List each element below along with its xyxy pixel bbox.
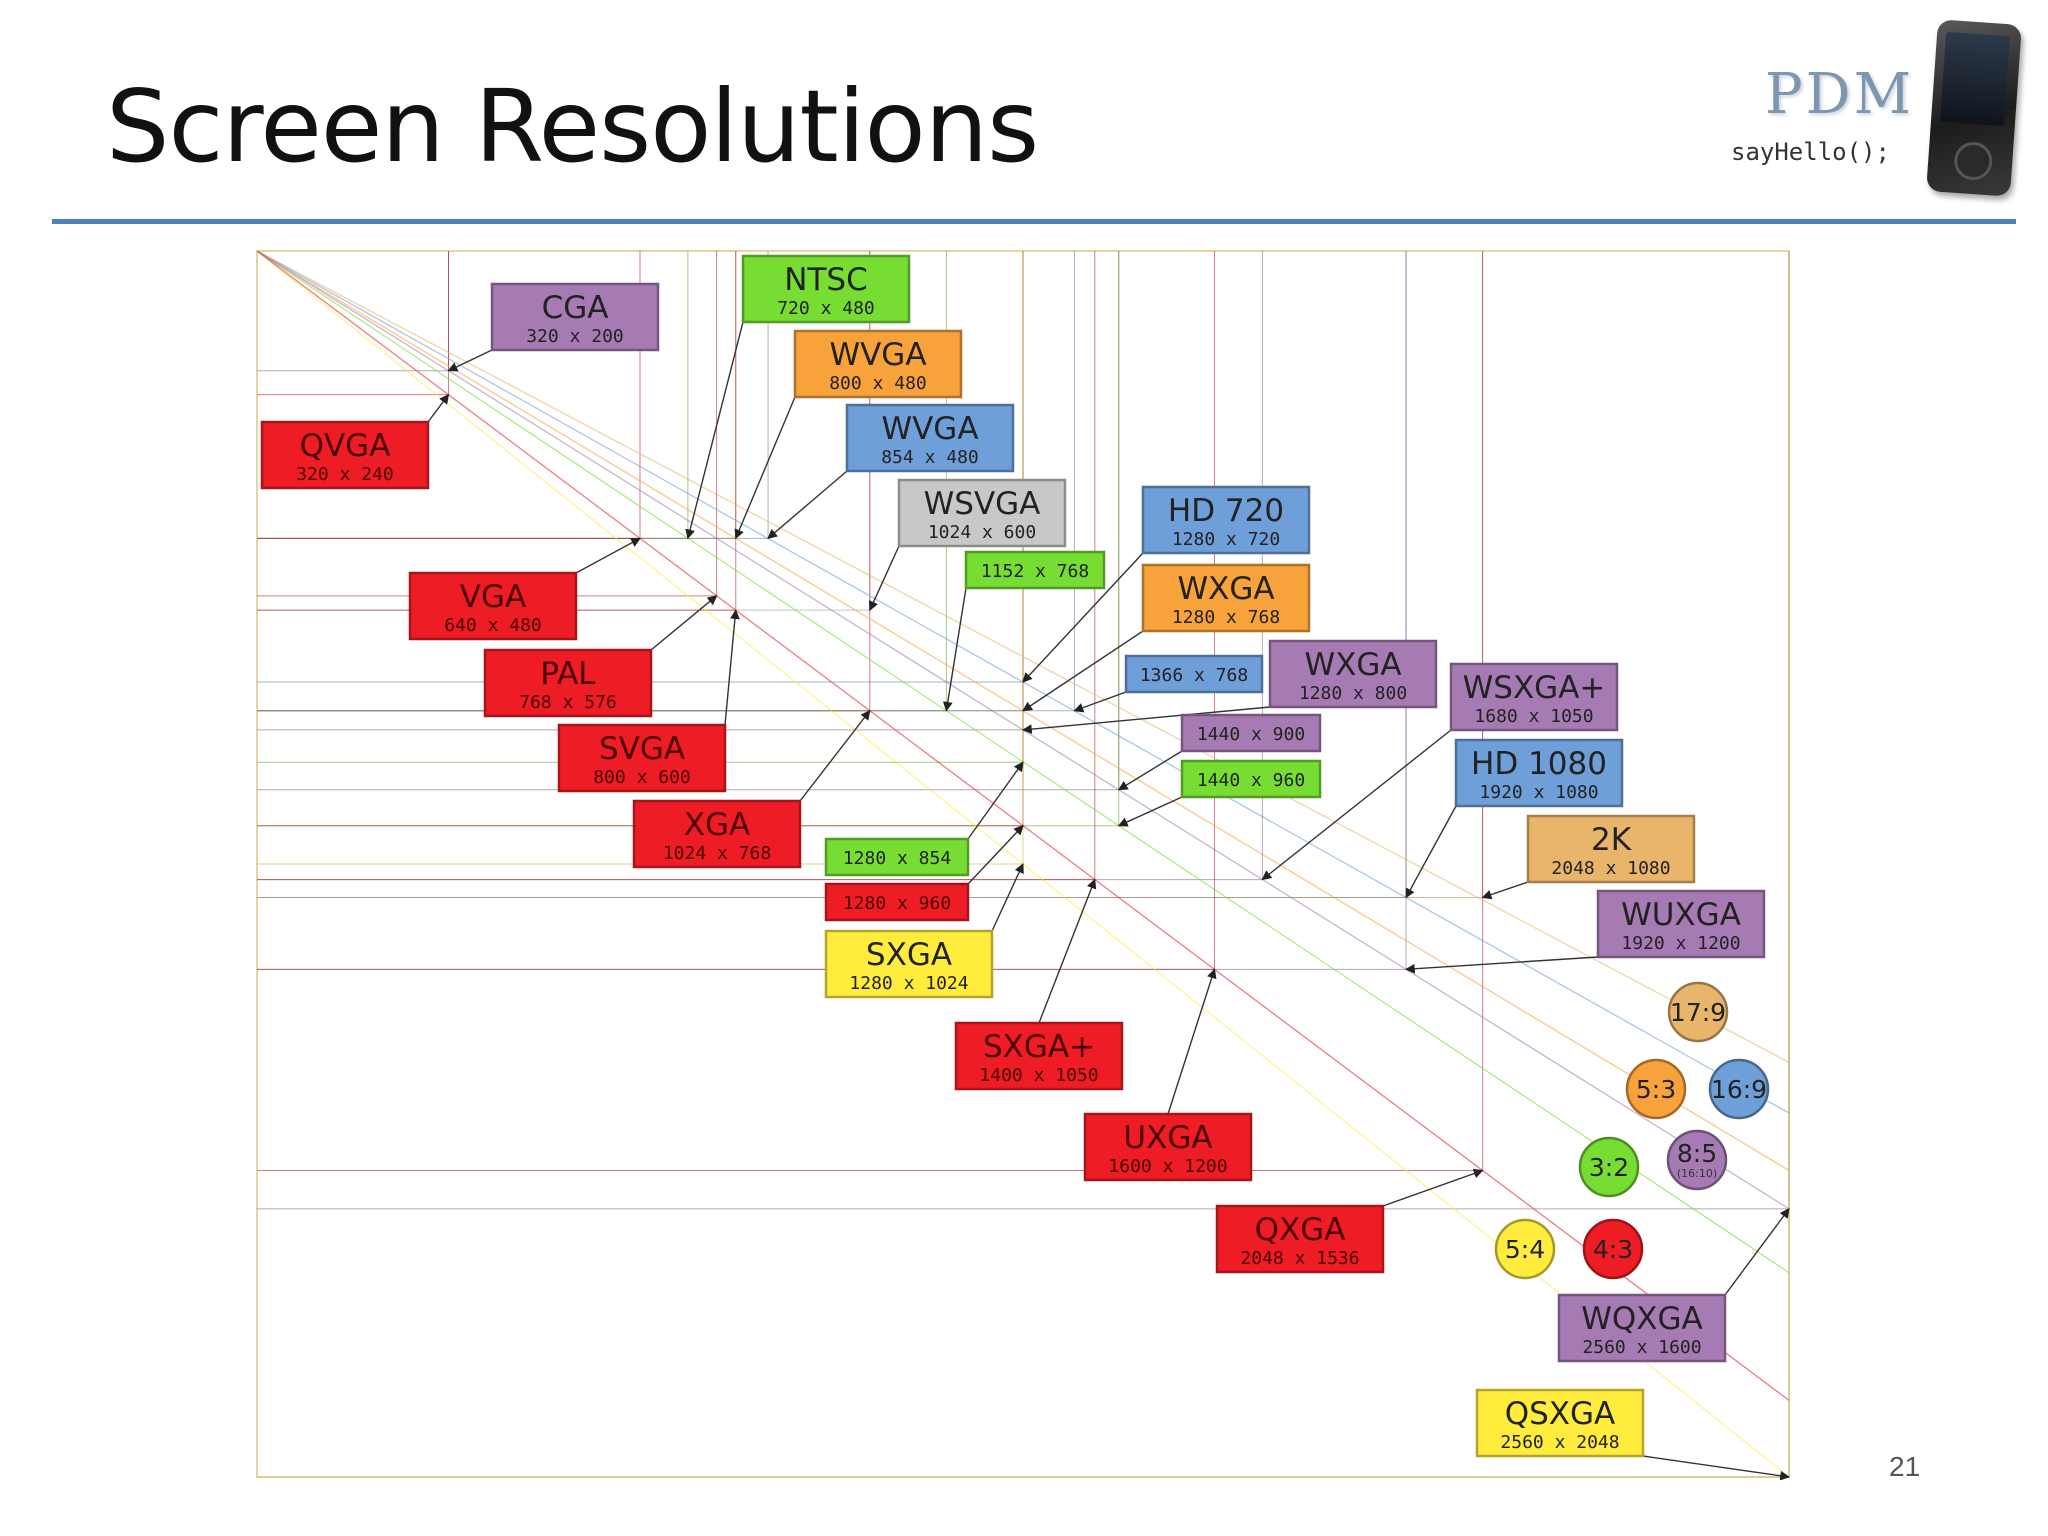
standard-resolution-11: 1152 x 768 — [981, 561, 1089, 582]
standard-resolution-5: 1024 x 600 — [928, 522, 1036, 543]
aspect-ratio-sublabel-4: (16:10) — [1677, 1167, 1717, 1180]
standard-resolution-17: 1440 x 960 — [1197, 770, 1305, 791]
standard-resolution-9: 1024 x 768 — [663, 843, 771, 864]
standard-name-10: HD 720 — [1168, 493, 1284, 529]
standard-resolution-8: 800 x 600 — [593, 767, 691, 788]
standard-resolution-25: 1600 x 1200 — [1108, 1156, 1227, 1177]
standard-name-1: QVGA — [300, 428, 391, 464]
standard-resolution-27: 2560 x 1600 — [1582, 1337, 1701, 1358]
standard-name-27: WQXGA — [1581, 1301, 1703, 1337]
standard-name-8: SVGA — [599, 731, 685, 767]
phone-dpad — [1953, 141, 1994, 182]
aspect-ratio-label-2: 16:9 — [1711, 1075, 1767, 1104]
standard-name-2: NTSC — [784, 262, 867, 298]
aspect-ratio-label-6: 4:3 — [1593, 1235, 1633, 1264]
standard-name-14: WXGA — [1304, 647, 1401, 683]
standard-resolution-26: 2048 x 1536 — [1240, 1248, 1359, 1269]
standard-name-24: SXGA+ — [983, 1029, 1095, 1065]
standard-name-9: XGA — [684, 807, 750, 843]
standard-name-18: HD 1080 — [1471, 746, 1607, 782]
standard-resolution-2: 720 x 480 — [777, 298, 875, 319]
standard-resolution-14: 1280 x 800 — [1299, 683, 1407, 704]
standard-resolution-24: 1400 x 1050 — [979, 1065, 1098, 1086]
standard-name-19: 2K — [1591, 822, 1632, 858]
standard-resolution-10: 1280 x 720 — [1172, 529, 1280, 550]
standard-resolution-18: 1920 x 1080 — [1479, 782, 1598, 803]
standard-name-26: QXGA — [1255, 1212, 1346, 1248]
aspect-ratio-label-0: 17:9 — [1670, 998, 1726, 1027]
aspect-ratio-label-4: 8:5 — [1677, 1139, 1717, 1168]
resolution-diagram: CGA320 x 200QVGA320 x 240 NTSC720 x 480WV… — [256, 250, 1792, 1480]
standard-resolution-13: 1366 x 768 — [1140, 665, 1248, 686]
standard-name-15: WSXGA+ — [1463, 670, 1606, 706]
standard-resolution-15: 1680 x 1050 — [1474, 706, 1593, 727]
slide-title: Screen Resolutions — [106, 68, 1038, 185]
standard-name-6: VGA — [460, 579, 526, 615]
standard-resolution-19: 2048 x 1080 — [1551, 858, 1670, 879]
aspect-ratio-label-1: 5:3 — [1636, 1075, 1676, 1104]
standard-resolution-3: 800 x 480 — [829, 373, 927, 394]
standard-resolution-20: 1280 x 854 — [843, 848, 951, 869]
standard-resolution-21: 1280 x 960 — [843, 893, 951, 914]
standard-resolution-22: 1920 x 1200 — [1621, 933, 1740, 954]
standard-resolution-16: 1440 x 900 — [1197, 724, 1305, 745]
standard-name-4: WVGA — [881, 411, 978, 447]
standard-name-5: WSVGA — [924, 486, 1041, 522]
standard-resolution-1: 320 x 240 — [296, 464, 394, 485]
aspect-ratio-label-3: 3:2 — [1589, 1153, 1629, 1182]
standard-name-7: PAL — [540, 656, 596, 692]
standard-resolution-4: 854 x 480 — [881, 447, 979, 468]
standard-name-25: UXGA — [1123, 1120, 1212, 1156]
standard-resolution-6: 640 x 480 — [444, 615, 542, 636]
standard-name-23: SXGA — [866, 937, 952, 973]
standard-resolution-28: 2560 x 2048 — [1500, 1432, 1619, 1453]
standard-name-12: WXGA — [1177, 571, 1274, 607]
page-number: 21 — [1889, 1451, 1920, 1483]
standard-name-22: WUXGA — [1621, 897, 1741, 933]
standard-resolution-7: 768 x 576 — [519, 692, 617, 713]
standard-name-28: QSXGA — [1505, 1396, 1616, 1432]
standard-name-3: WVGA — [829, 337, 926, 373]
logo-tagline: sayHello(); — [1731, 138, 1890, 166]
standard-resolution-23: 1280 x 1024 — [849, 973, 968, 994]
aspect-ratio-label-5: 5:4 — [1505, 1235, 1545, 1264]
logo-name: PDM — [1765, 62, 1914, 127]
phone-icon — [1926, 19, 2022, 196]
phone-screen — [1940, 32, 2010, 126]
title-underline — [52, 219, 2016, 224]
standard-resolution-0: 320 x 200 — [526, 326, 624, 347]
standard-resolution-12: 1280 x 768 — [1172, 607, 1280, 628]
standard-name-0: CGA — [542, 290, 609, 326]
